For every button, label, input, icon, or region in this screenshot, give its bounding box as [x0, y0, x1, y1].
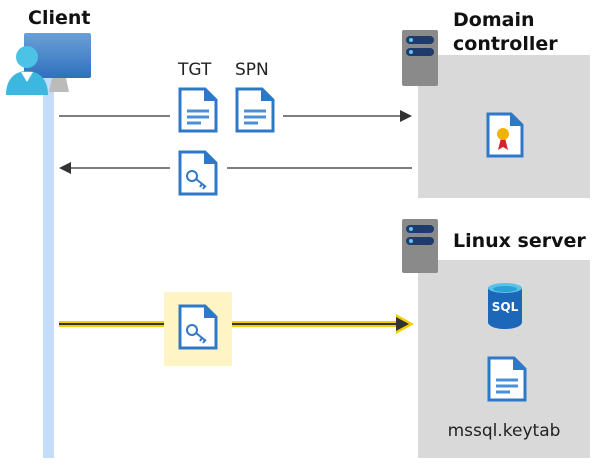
tgt-document-icon: [178, 87, 218, 133]
linux-server-icon: [402, 219, 438, 273]
spn-document-icon: [235, 87, 275, 133]
client-user-computer-icon: [6, 33, 91, 95]
domain-controller-server-icon: [402, 30, 438, 86]
keytab-document-icon: [487, 356, 527, 402]
title-line-2: controller: [453, 33, 558, 55]
linux-server-title: Linux server: [453, 230, 586, 252]
sql-label: SQL: [491, 300, 519, 314]
request-arrow: [59, 110, 412, 122]
client-lifeline: [43, 78, 54, 458]
certificate-document-icon: [486, 112, 524, 158]
keytab-filename: mssql.keytab: [447, 421, 561, 441]
sql-database-icon: [488, 283, 522, 329]
tgt-label: TGT: [178, 60, 212, 80]
service-ticket-key-document-icon: [178, 304, 218, 350]
ticket-key-document-icon: [178, 150, 218, 196]
title-line-1: Domain: [453, 9, 535, 31]
response-arrow: [59, 162, 412, 174]
client-title: Client: [28, 7, 91, 29]
service-ticket-arrow: [59, 314, 414, 334]
spn-label: SPN: [235, 60, 269, 80]
